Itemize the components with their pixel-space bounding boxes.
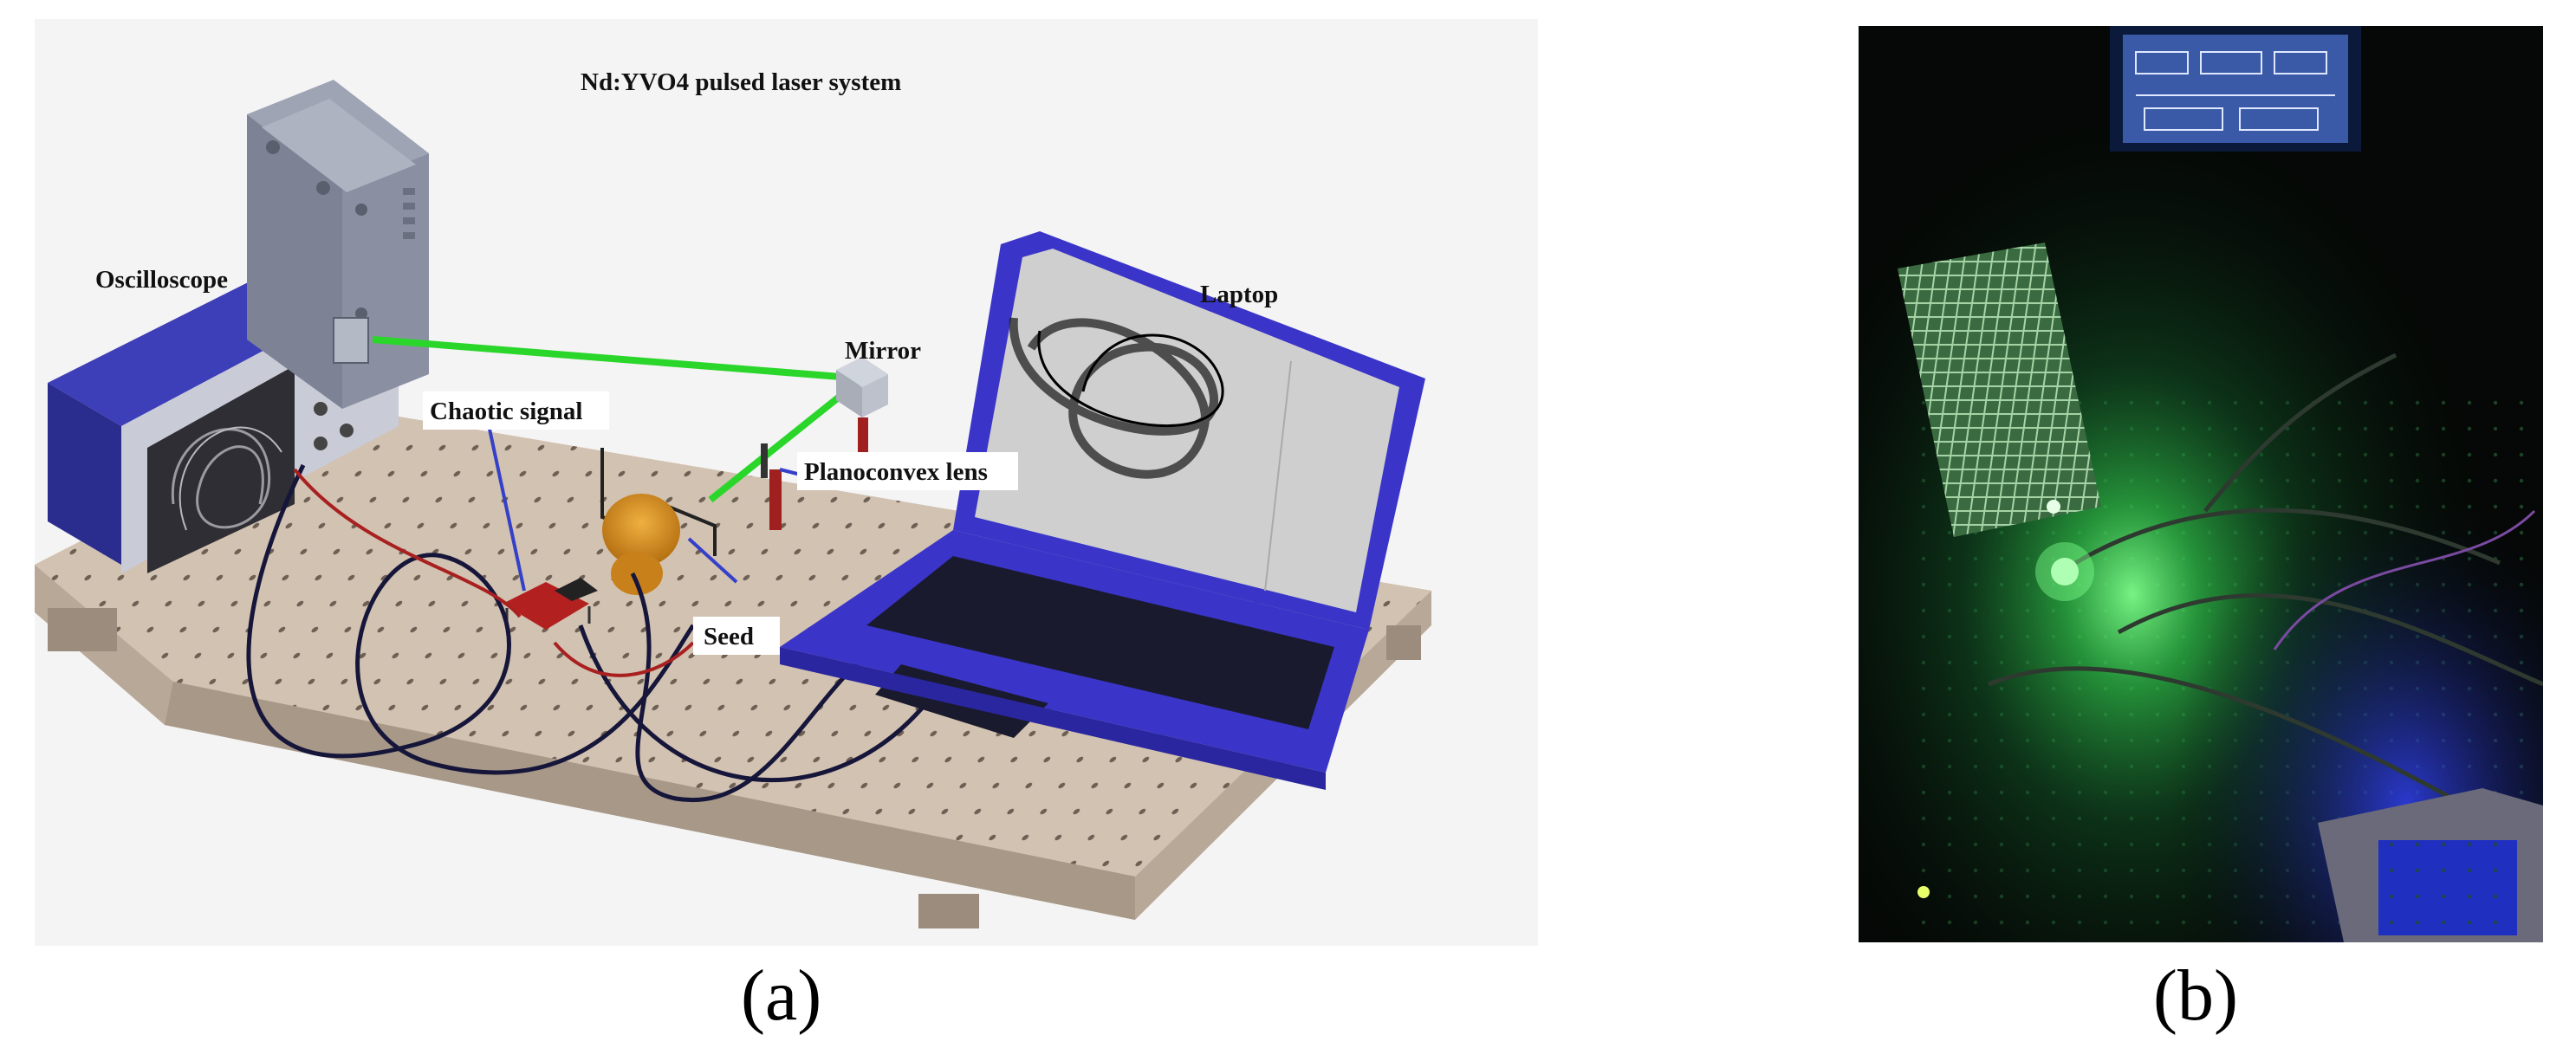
label-oscilloscope: Oscilloscope: [95, 266, 228, 294]
label-mirror: Mirror: [845, 337, 921, 365]
lens-label-box: [797, 452, 1018, 490]
caption-b: (b): [2153, 955, 2238, 1036]
chaotic-label-box: [423, 391, 609, 430]
label-laptop: Laptop: [1200, 281, 1278, 308]
label-seed: Seed: [704, 623, 754, 650]
photo-mesh-panel: [1898, 243, 2101, 537]
seed-label-box: [693, 617, 780, 655]
setup-photo-svg: [1859, 26, 2543, 942]
mirror: [836, 357, 888, 469]
seed-sample: [600, 448, 717, 595]
photo-laser-box: [2318, 788, 2543, 942]
label-chaotic-signal: Chaotic signal: [430, 398, 582, 425]
photo-monitor: [2110, 26, 2361, 152]
label-planoconvex-lens: Planoconvex lens: [804, 458, 988, 486]
laptop: [780, 231, 1425, 790]
photo-laser-spot: [2051, 558, 2079, 585]
caption-a: (a): [741, 955, 822, 1036]
setup-photo: [1859, 26, 2543, 942]
setup-diagram-svg: Nd:YVO4 pulsed laser system Oscilloscope…: [35, 68, 1431, 928]
photo-cables: [1988, 353, 2543, 808]
label-laser-system: Nd:YVO4 pulsed laser system: [581, 68, 901, 96]
setup-diagram: Nd:YVO4 pulsed laser system Oscilloscope…: [35, 19, 1538, 946]
planoconvex-lens: [761, 443, 782, 530]
